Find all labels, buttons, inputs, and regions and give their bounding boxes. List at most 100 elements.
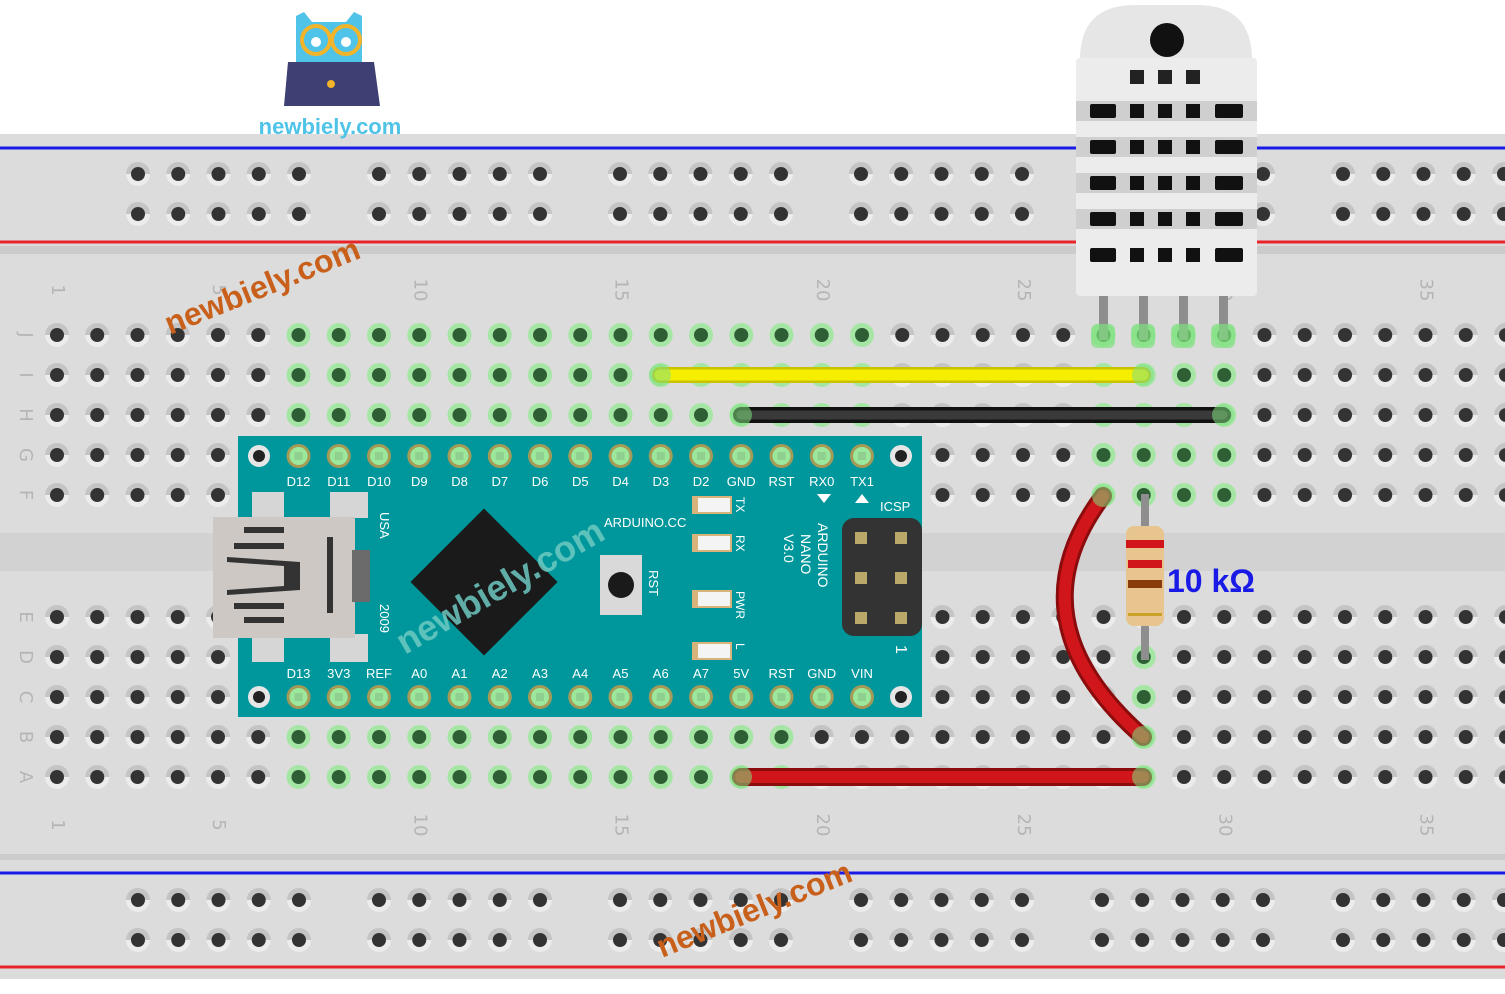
pin-d6[interactable]: D6 [528, 444, 552, 489]
terminal-hole[interactable] [1494, 765, 1505, 789]
terminal-hole[interactable] [1252, 443, 1277, 467]
rail-hole[interactable] [1251, 888, 1275, 912]
terminal-hole[interactable] [206, 323, 230, 347]
pin-a7[interactable]: A7 [689, 666, 713, 709]
terminal-hole[interactable] [206, 403, 230, 427]
terminal-hole[interactable] [125, 765, 150, 789]
rail-hole[interactable] [929, 202, 954, 226]
terminal-hole[interactable] [1413, 725, 1438, 749]
rail-hole[interactable] [688, 928, 713, 952]
rail-hole[interactable] [287, 162, 311, 186]
rail-hole[interactable] [929, 888, 954, 912]
terminal-hole[interactable] [970, 605, 995, 629]
rail-hole[interactable] [608, 928, 632, 952]
terminal-hole[interactable] [1292, 363, 1317, 387]
rail-hole[interactable] [1371, 202, 1396, 226]
terminal-hole[interactable] [1011, 323, 1035, 347]
terminal-hole[interactable] [608, 363, 633, 387]
terminal-hole[interactable] [1413, 403, 1438, 428]
rail-hole[interactable] [246, 162, 271, 186]
rail-hole[interactable] [166, 928, 191, 952]
terminal-hole[interactable] [1453, 403, 1478, 428]
terminal-hole[interactable] [246, 725, 271, 749]
pin-gnd[interactable]: GND [727, 444, 756, 489]
rail-hole[interactable] [166, 888, 191, 912]
terminal-hole[interactable] [1373, 363, 1398, 387]
terminal-hole[interactable] [1494, 725, 1505, 749]
terminal-hole[interactable] [930, 725, 955, 749]
terminal-hole[interactable] [1051, 685, 1076, 709]
terminal-hole[interactable] [689, 323, 713, 347]
terminal-hole[interactable] [1212, 725, 1237, 749]
terminal-hole[interactable] [1051, 725, 1076, 749]
rail-hole[interactable] [1210, 888, 1235, 912]
terminal-hole[interactable] [1252, 403, 1277, 428]
terminal-hole[interactable] [1494, 403, 1505, 427]
rail-hole[interactable] [688, 162, 713, 186]
terminal-hole[interactable] [206, 765, 230, 789]
rail-hole[interactable] [206, 202, 231, 226]
pin-d5[interactable]: D5 [568, 444, 593, 489]
terminal-hole[interactable] [1453, 323, 1478, 347]
terminal-hole[interactable] [568, 323, 593, 347]
terminal-hole[interactable] [970, 725, 995, 749]
terminal-hole[interactable] [850, 323, 874, 347]
terminal-hole[interactable] [1453, 685, 1478, 709]
terminal-hole[interactable] [326, 363, 351, 387]
rail-hole[interactable] [688, 888, 713, 912]
rail-hole[interactable] [528, 928, 552, 952]
rail-hole[interactable] [1090, 888, 1114, 912]
pin-a3[interactable]: A3 [528, 666, 552, 709]
rail-hole[interactable] [1411, 202, 1436, 226]
terminal-hole[interactable] [528, 403, 552, 427]
terminal-hole[interactable] [1453, 443, 1478, 467]
terminal-hole[interactable] [1212, 363, 1237, 387]
terminal-hole[interactable] [246, 363, 271, 387]
pin-5v[interactable]: 5V [729, 666, 754, 709]
rail-hole[interactable] [287, 928, 311, 952]
rail-hole[interactable] [407, 202, 432, 226]
terminal-hole[interactable] [407, 323, 432, 347]
terminal-hole[interactable] [447, 725, 472, 749]
pin-a5[interactable]: A5 [608, 666, 633, 709]
terminal-hole[interactable] [85, 443, 110, 467]
terminal-hole[interactable] [1373, 323, 1398, 347]
rail-hole[interactable] [1492, 202, 1505, 226]
rail-hole[interactable] [648, 162, 673, 186]
rail-hole[interactable] [1451, 202, 1476, 226]
terminal-hole[interactable] [45, 645, 69, 669]
terminal-hole[interactable] [45, 605, 69, 629]
terminal-hole[interactable] [1333, 483, 1357, 507]
terminal-hole[interactable] [608, 403, 633, 427]
terminal-hole[interactable] [1292, 443, 1317, 467]
terminal-hole[interactable] [447, 403, 472, 427]
rail-hole[interactable] [1411, 888, 1436, 912]
terminal-hole[interactable] [85, 323, 110, 347]
terminal-hole[interactable] [1091, 645, 1116, 669]
rail-hole[interactable] [1331, 162, 1355, 186]
terminal-hole[interactable] [1252, 645, 1277, 669]
terminal-hole[interactable] [407, 403, 432, 427]
terminal-hole[interactable] [809, 725, 834, 749]
terminal-hole[interactable] [326, 403, 351, 427]
pin-a6[interactable]: A6 [648, 666, 673, 709]
rail-hole[interactable] [407, 888, 432, 912]
rail-hole[interactable] [688, 202, 713, 226]
terminal-hole[interactable] [125, 725, 150, 749]
terminal-hole[interactable] [367, 363, 391, 387]
rail-hole[interactable] [287, 888, 311, 912]
rail-hole[interactable] [1251, 928, 1275, 952]
terminal-hole[interactable] [1011, 645, 1035, 669]
terminal-hole[interactable] [165, 483, 190, 507]
terminal-hole[interactable] [568, 725, 593, 749]
terminal-hole[interactable] [125, 323, 150, 347]
terminal-hole[interactable] [1453, 645, 1478, 669]
pin-d9[interactable]: D9 [407, 444, 432, 489]
terminal-hole[interactable] [1494, 363, 1505, 387]
terminal-hole[interactable] [890, 323, 915, 347]
terminal-hole[interactable] [1333, 685, 1357, 709]
terminal-hole[interactable] [970, 645, 995, 669]
pin-a1[interactable]: A1 [447, 666, 472, 709]
rail-hole[interactable] [929, 928, 954, 952]
rail-hole[interactable] [1170, 888, 1195, 912]
